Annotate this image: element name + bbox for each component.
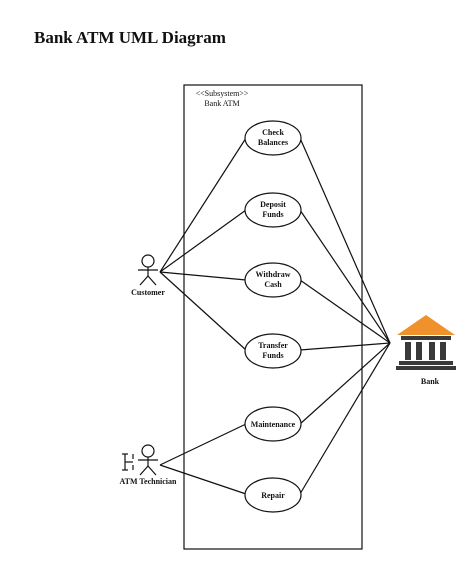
- assoc-customer-withdraw-cash: [159, 271, 247, 281]
- actor-bank[interactable]: [396, 315, 456, 370]
- use-case-label: Cash: [264, 280, 282, 289]
- subsystem-stereotype: <<Subsystem>>: [196, 89, 249, 98]
- assoc-technician-repair: [159, 464, 247, 495]
- stick-figure-icon: [138, 444, 158, 476]
- use-case-label: Transfer: [258, 341, 288, 350]
- use-case-check-balances[interactable]: Check Balances: [244, 120, 302, 156]
- customer-associations: [159, 137, 247, 351]
- use-case-label: Deposit: [260, 200, 286, 209]
- assoc-bank-check-balances: [299, 137, 391, 344]
- subsystem-name: Bank ATM: [204, 99, 239, 108]
- use-case-label: Withdraw: [256, 270, 291, 279]
- use-case-label: Maintenance: [251, 420, 296, 429]
- assoc-bank-maintenance: [299, 342, 391, 425]
- use-case-label: Repair: [261, 491, 285, 500]
- use-case-repair[interactable]: Repair: [244, 477, 302, 513]
- use-case-deposit-funds[interactable]: Deposit Funds: [244, 192, 302, 228]
- use-case-label: Balances: [258, 138, 288, 147]
- actor-bank-label: Bank: [421, 377, 440, 386]
- diagram-title: Bank ATM UML Diagram: [34, 28, 226, 47]
- use-case-label: Check: [262, 128, 284, 137]
- assoc-bank-withdraw-cash: [299, 279, 391, 344]
- assoc-technician-maintenance: [159, 423, 247, 466]
- assoc-customer-transfer-funds: [159, 271, 247, 351]
- use-case-transfer-funds[interactable]: Transfer Funds: [244, 333, 302, 369]
- assoc-customer-check-balances: [159, 137, 247, 273]
- use-case-label: Funds: [262, 210, 283, 219]
- assoc-bank-transfer-funds: [299, 342, 391, 351]
- assoc-bank-deposit-funds: [299, 209, 391, 344]
- use-case-label: Funds: [262, 351, 283, 360]
- actor-customer[interactable]: [138, 254, 158, 286]
- wrench-icon: [122, 453, 134, 471]
- bank-building-icon: [396, 315, 456, 370]
- subsystem-boundary: [183, 84, 363, 550]
- bank-associations: [299, 137, 391, 495]
- actor-customer-label: Customer: [131, 288, 165, 297]
- use-case-withdraw-cash[interactable]: Withdraw Cash: [244, 262, 302, 298]
- assoc-bank-repair: [299, 342, 391, 495]
- stick-figure-icon: [138, 254, 158, 286]
- actor-atm-technician-label: ATM Technician: [120, 477, 178, 486]
- technician-associations: [159, 423, 247, 495]
- assoc-customer-deposit-funds: [159, 209, 247, 273]
- actor-atm-technician[interactable]: [122, 444, 158, 476]
- use-case-maintenance[interactable]: Maintenance: [244, 406, 302, 442]
